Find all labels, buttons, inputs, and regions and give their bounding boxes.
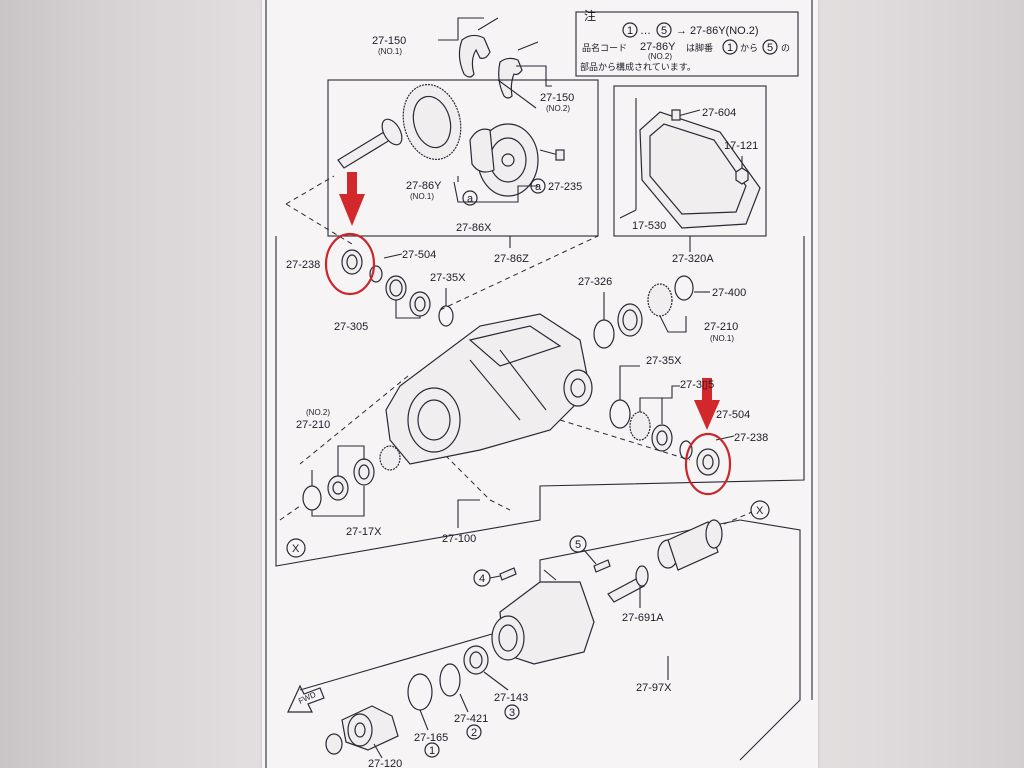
circ-3: 3: [509, 707, 515, 719]
label-27-210-no2-sub: (NO.2): [306, 408, 330, 417]
label-17-121: 17-121: [724, 140, 758, 152]
label-27-504-mid: 27-504: [716, 409, 750, 421]
arrow-bottom: [694, 378, 720, 430]
note-box: 注 1 … 5 → 27-86Y(NO.2) 品名コード 27-86Y (NO.…: [575, 8, 799, 77]
label-17-530: 17-530: [632, 220, 666, 232]
circ-4: 4: [479, 573, 485, 585]
label-27-86y: 27-86Y: [406, 180, 442, 192]
circ-a2: a: [535, 181, 542, 193]
label-27-150-no1-sub: (NO.1): [378, 47, 402, 56]
circ-x1: X: [292, 543, 300, 555]
label-27-97x: 27-97X: [636, 682, 672, 694]
note-line2-code-sub: (NO.2): [648, 52, 672, 61]
circle-x-right: [750, 500, 770, 520]
label-27-35x-mid: 27-35X: [646, 355, 682, 367]
note-line2-suffix: の: [781, 44, 790, 54]
label-27-86x: 27-86X: [456, 222, 492, 234]
bearing-27-238-top: [341, 249, 383, 283]
gear-group-box: [327, 79, 599, 237]
note-title: 注: [584, 8, 596, 23]
note-line2-prefix: 品名コード: [582, 42, 627, 54]
label-27-210-no1-sub: (NO.1): [710, 334, 734, 343]
note-range-end: 5: [661, 25, 667, 37]
label-27-165: 27-165: [414, 732, 448, 744]
note-line2-code: 27-86Y: [640, 41, 676, 53]
label-27-120: 27-120: [368, 758, 402, 768]
label-27-210-no2: 27-210: [296, 419, 330, 431]
label-27-421: 27-421: [454, 713, 488, 725]
svg-text:…: …: [640, 25, 651, 37]
circ-x2: X: [756, 505, 764, 517]
label-27-150-no1: 27-150: [372, 35, 406, 47]
label-27-238-mid: 27-238: [734, 432, 768, 444]
label-27-17x: 27-17X: [346, 526, 382, 538]
bolt-4: [473, 567, 517, 587]
note-range-start: 1: [627, 25, 633, 37]
label-27-400: 27-400: [712, 287, 746, 299]
highlight-circle-bottom: [684, 432, 732, 496]
bolt-5: [569, 535, 611, 573]
label-27-100: 27-100: [442, 533, 476, 545]
extension-housing: [491, 569, 595, 665]
fwd-label: FWD: [297, 690, 318, 706]
fwd-arrow: [287, 684, 325, 713]
note-line3: 部品から構成されています。: [580, 61, 696, 73]
note-range-target: → 27-86Y(NO.2): [676, 25, 759, 37]
circle-x-left: [286, 538, 306, 558]
label-27-143: 27-143: [494, 692, 528, 704]
label-27-320a: 27-320A: [672, 253, 714, 265]
label-27-86z: 27-86Z: [494, 253, 529, 265]
seals-lower: [407, 645, 509, 731]
label-27-35x-top: 27-35X: [430, 272, 466, 284]
note-line2-from: から: [740, 43, 758, 54]
bracket-27-150: [438, 17, 552, 99]
differential-housing: [385, 313, 593, 465]
label-27-235: 27-235: [548, 181, 582, 193]
arrow-top: [339, 172, 365, 226]
bearing-group-right: [609, 365, 735, 476]
circ-1: 1: [429, 745, 435, 757]
label-27-326: 27-326: [578, 276, 612, 288]
label-27-504-top: 27-504: [402, 249, 436, 261]
label-27-3x5: 27-3▯5: [680, 379, 714, 391]
joint-27-691a: [607, 519, 723, 608]
flange-27-120: [325, 705, 399, 759]
label-27-691a: 27-691A: [622, 612, 664, 624]
label-27-604: 27-604: [702, 107, 736, 119]
circ-a1: a: [467, 193, 474, 205]
note-circ-5: 5: [767, 42, 773, 54]
label-27-210-no1: 27-210: [704, 321, 738, 333]
label-27-86y-sub: (NO.1): [410, 192, 434, 201]
label-27-150-no2: 27-150: [540, 92, 574, 104]
bearing-27-305: [385, 275, 454, 327]
cover-box: [613, 85, 767, 252]
label-27-305: 27-305: [334, 321, 368, 333]
label-27-238-top: 27-238: [286, 259, 320, 271]
circ-2: 2: [471, 727, 477, 739]
note-line2-mid: は脚番: [686, 42, 713, 54]
bearing-27-326: [593, 275, 710, 349]
bearing-27-210-no2: [302, 445, 401, 517]
label-27-150-no2-sub: (NO.2): [546, 104, 570, 113]
highlight-circle-top: [324, 232, 376, 296]
circ-5: 5: [575, 539, 581, 551]
note-circ-1: 1: [727, 42, 733, 54]
